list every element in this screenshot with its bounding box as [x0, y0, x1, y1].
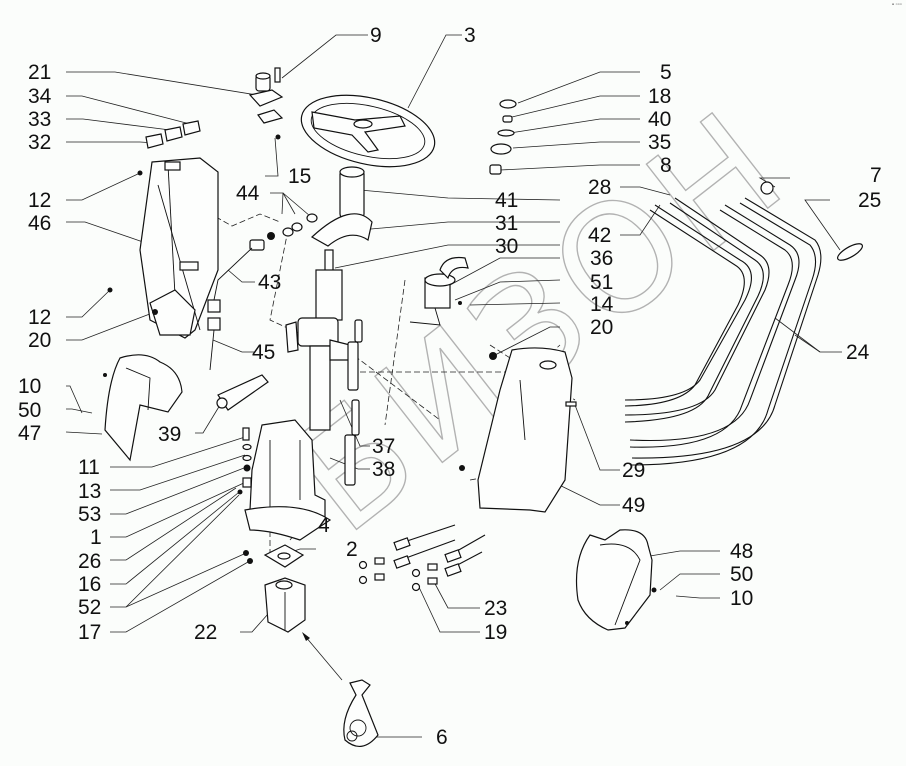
callout-4: 4 — [318, 514, 330, 537]
callout-3: 3 — [464, 24, 476, 47]
switch-caps — [145, 120, 201, 149]
callout-48: 48 — [730, 540, 754, 563]
nut-stack — [489, 99, 517, 175]
callout-26: 26 — [78, 550, 102, 573]
callout-20-right: 20 — [590, 316, 614, 339]
callout-41: 41 — [495, 189, 519, 212]
callout-39: 39 — [158, 423, 182, 446]
lever — [216, 374, 269, 411]
callout-10-right: 10 — [730, 587, 754, 610]
callout-14: 14 — [590, 293, 614, 316]
knob-clamp — [248, 67, 284, 140]
callout-43: 43 — [258, 271, 282, 294]
steering-column — [285, 166, 373, 431]
callout-34: 34 — [28, 85, 52, 108]
callout-22: 22 — [194, 621, 218, 644]
callout-9: 9 — [370, 24, 382, 47]
callout-16: 16 — [78, 573, 102, 596]
corner-mark: ▪ ▫▫▫ — [891, 2, 902, 8]
callout-47: 47 — [18, 422, 42, 445]
callout-23: 23 — [484, 597, 508, 620]
callout-36: 36 — [590, 247, 614, 270]
callout-51: 51 — [590, 271, 614, 294]
callout-35: 35 — [648, 131, 672, 154]
callout-28: 28 — [588, 176, 612, 199]
gas-struts — [344, 319, 363, 486]
steering-wheel — [300, 94, 436, 168]
column-base — [244, 419, 332, 541]
valve — [409, 256, 469, 326]
callout-25: 25 — [858, 189, 882, 212]
callout-44: 44 — [236, 182, 260, 205]
right-panel — [459, 347, 577, 513]
callout-38: 38 — [372, 458, 396, 481]
callout-33: 33 — [28, 108, 52, 131]
callout-13: 13 — [78, 480, 102, 503]
rear-cover — [575, 529, 657, 631]
callout-46: 46 — [28, 212, 52, 235]
callout-21: 21 — [28, 61, 52, 84]
callout-12-lower: 12 — [28, 306, 52, 329]
left-lower-guard — [103, 354, 183, 462]
callout-11: 11 — [78, 456, 100, 479]
washers-and-cable — [207, 213, 318, 371]
callout-6: 6 — [436, 726, 448, 749]
callout-10-left: 10 — [18, 375, 42, 398]
callout-42: 42 — [588, 224, 612, 247]
callout-12-top: 12 — [28, 189, 52, 212]
callout-30: 30 — [495, 235, 519, 258]
callout-18: 18 — [648, 85, 672, 108]
hydraulic-fittings — [358, 524, 486, 592]
callout-8: 8 — [660, 154, 672, 177]
callout-24: 24 — [846, 341, 870, 364]
callout-7: 7 — [870, 164, 882, 187]
callout-50-left: 50 — [18, 399, 42, 422]
kit-bag — [302, 632, 379, 747]
callout-20-left: 20 — [28, 329, 52, 352]
callout-49: 49 — [622, 494, 646, 517]
hoses — [624, 181, 863, 466]
callout-15: 15 — [288, 165, 312, 188]
callout-50-right: 50 — [730, 563, 754, 586]
callout-2: 2 — [346, 538, 358, 561]
callout-53: 53 — [78, 503, 102, 526]
pump — [263, 544, 306, 633]
callout-19: 19 — [484, 621, 508, 644]
callout-17: 17 — [78, 621, 102, 644]
fasteners — [237, 427, 253, 564]
callout-40: 40 — [648, 108, 672, 131]
left-panel — [107, 157, 219, 339]
callout-37: 37 — [372, 435, 396, 458]
callout-1: 1 — [90, 526, 102, 549]
callout-45: 45 — [252, 341, 276, 364]
callout-29: 29 — [622, 459, 646, 482]
callout-5: 5 — [660, 61, 672, 84]
callout-32: 32 — [28, 131, 52, 154]
callout-31: 31 — [495, 212, 519, 235]
leader-lines — [65, 34, 842, 738]
callout-52: 52 — [78, 596, 102, 619]
